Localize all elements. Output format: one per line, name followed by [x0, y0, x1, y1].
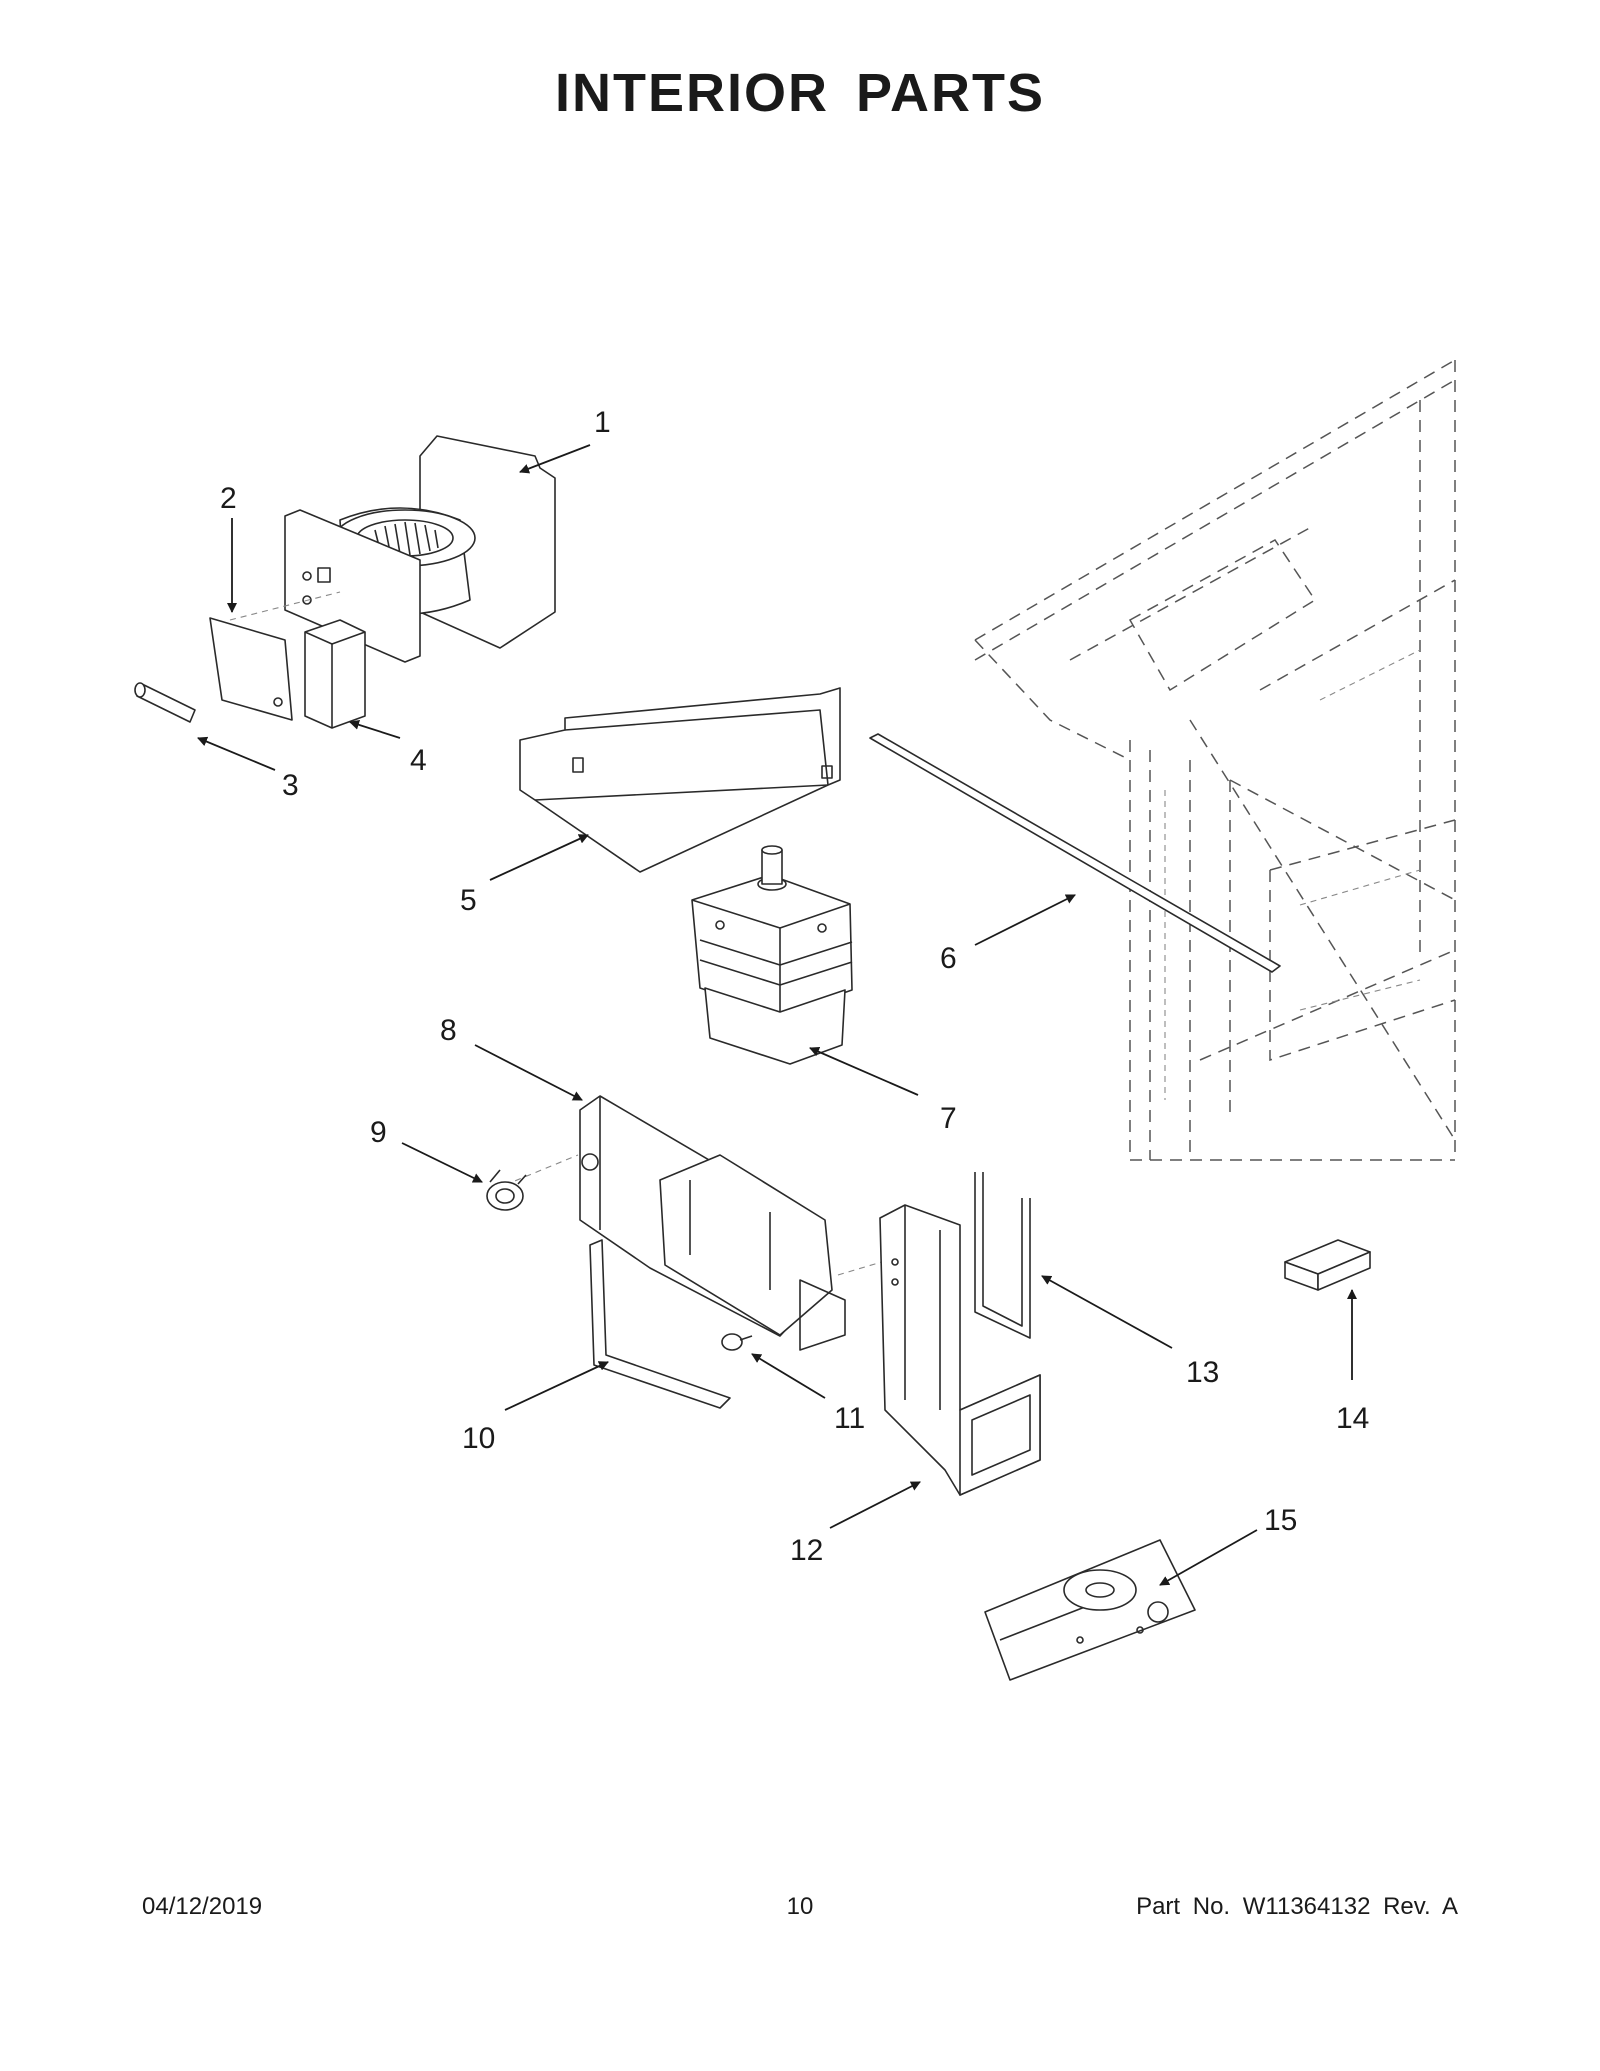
- callout-3: 3: [282, 769, 299, 802]
- l-gasket-strip: [589, 1239, 731, 1409]
- footer-part-number: Part No. W11364132 Rev. A: [1136, 1893, 1458, 1920]
- stirrer-motor: [984, 1539, 1196, 1681]
- callout-12: 12: [790, 1534, 823, 1567]
- blower-assembly: [284, 435, 556, 663]
- callout-4: 4: [410, 744, 427, 777]
- callout-6: 6: [940, 942, 957, 975]
- page-title: INTERIOR PARTS: [554, 63, 1045, 123]
- callout-10: 10: [462, 1422, 495, 1455]
- callout-13: 13: [1186, 1356, 1219, 1389]
- cover-plate: [209, 591, 341, 721]
- fuse: [134, 682, 196, 723]
- footer-date: 04/12/2019: [142, 1893, 263, 1920]
- thermostat: [486, 1169, 527, 1211]
- callout-14: 14: [1336, 1402, 1369, 1435]
- u-gasket: [974, 1172, 1031, 1339]
- waveguide-duct: [504, 1095, 896, 1351]
- leader-lines: [197, 444, 1357, 1586]
- shield-bracket: [519, 687, 841, 873]
- rod-strip: [869, 733, 1281, 973]
- magnetron: [691, 845, 853, 1065]
- callout-5: 5: [460, 884, 477, 917]
- callout-2: 2: [220, 482, 237, 515]
- pad: [1284, 1239, 1371, 1291]
- oven-cavity-outline: [974, 359, 1456, 1161]
- callout-8: 8: [440, 1014, 457, 1047]
- callout-7: 7: [940, 1102, 957, 1135]
- capacitor-block: [304, 619, 366, 729]
- callout-1: 1: [594, 406, 611, 439]
- callout-9: 9: [370, 1116, 387, 1149]
- screw: [721, 1333, 753, 1351]
- footer-page-number: 10: [786, 1893, 814, 1920]
- air-duct-chute: [879, 1204, 1041, 1496]
- callout-15: 15: [1264, 1504, 1297, 1537]
- callout-11: 11: [834, 1402, 865, 1435]
